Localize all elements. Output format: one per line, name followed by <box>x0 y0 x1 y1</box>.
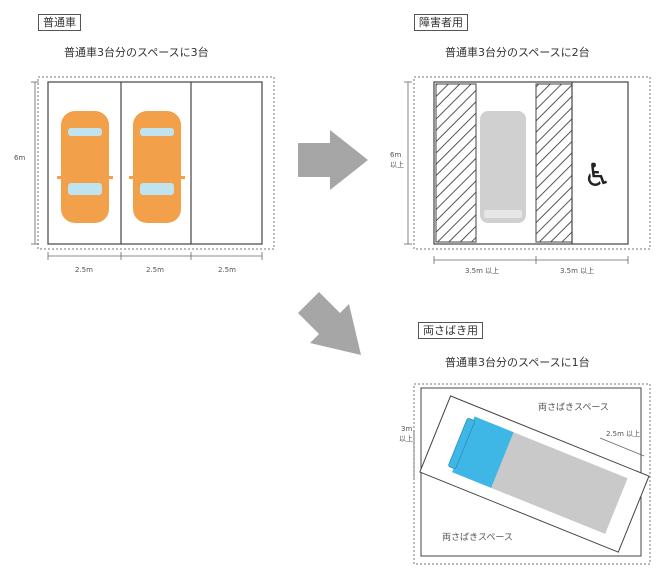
bothside-tag: 両さばき用 <box>418 322 483 339</box>
regular-width-1: 2.5m <box>75 266 93 274</box>
bothside-left-label-2: 以上 <box>399 434 413 443</box>
disabled-parking: ♿ 6m 以上 3.5m 以上 3.5m 以上 <box>390 76 651 275</box>
gray-car <box>480 111 526 223</box>
regular-height-label: 6m <box>14 154 25 162</box>
bothside-parking: 両さばきスペース 両さばきスペース 2.5m 以上 3m 以上 <box>399 383 651 565</box>
orange-car-1 <box>57 111 113 223</box>
bothside-left-label-1: 3m <box>401 425 412 433</box>
regular-width-3: 2.5m <box>218 266 236 274</box>
regular-tag: 普通車 <box>38 14 81 31</box>
orange-car-2 <box>129 111 185 223</box>
disabled-caption: 普通車3台分のスペースに2台 <box>445 46 590 59</box>
disabled-height-label-1: 6m <box>390 151 401 159</box>
bothside-space-label-top: 両さばきスペース <box>538 402 609 413</box>
arrow-right-icon <box>298 130 368 190</box>
bothside-caption: 普通車3台分のスペースに1台 <box>445 356 590 369</box>
disabled-width-1: 3.5m 以上 <box>465 266 499 275</box>
disabled-height-label-2: 以上 <box>390 160 404 169</box>
bus-vehicle <box>448 416 628 534</box>
regular-width-2: 2.5m <box>146 266 164 274</box>
regular-parking: 6m 2.5m 2.5m 2.5m <box>14 76 275 274</box>
disabled-tag: 障害者用 <box>414 14 468 31</box>
wheelchair-icon: ♿ <box>583 156 612 194</box>
regular-caption: 普通車3台分のスペースに3台 <box>64 46 209 59</box>
bothside-space-label-bottom: 両さばきスペース <box>442 532 513 543</box>
disabled-width-2: 3.5m 以上 <box>560 266 594 275</box>
bothside-right-label: 2.5m 以上 <box>606 429 640 438</box>
arrow-diagonal-icon <box>298 292 361 355</box>
